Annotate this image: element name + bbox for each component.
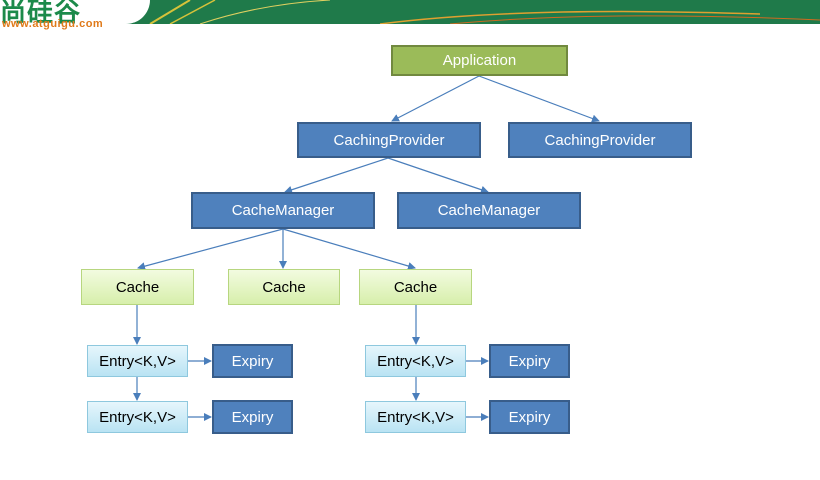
- edge-application-provider2: [478, 75, 600, 123]
- node-cache-1: Cache: [81, 269, 194, 305]
- node-cache-manager-2: CacheManager: [397, 192, 581, 229]
- header-swoosh-graphic: [149, 0, 820, 24]
- node-cache-2: Cache: [228, 269, 340, 305]
- node-expiry-4: Expiry: [489, 400, 570, 434]
- edge-provider1-manager2: [387, 157, 489, 194]
- logo-url: www.atguigu.com: [2, 18, 104, 30]
- node-expiry-3: Expiry: [489, 344, 570, 378]
- node-cache-3: Cache: [359, 269, 472, 305]
- logo-background: [0, 0, 150, 24]
- node-entry-2: Entry<K,V>: [87, 401, 188, 433]
- node-entry-4: Entry<K,V>: [365, 401, 466, 433]
- edge-provider1-manager1: [284, 157, 389, 194]
- node-caching-provider-1: CachingProvider: [297, 122, 481, 158]
- node-caching-provider-2: CachingProvider: [508, 122, 692, 158]
- node-application: Application: [391, 45, 568, 76]
- edge-application-provider1: [391, 75, 480, 122]
- logo-text: 尚硅谷: [0, 0, 82, 28]
- edge-manager1-cache1: [137, 228, 284, 271]
- node-entry-3: Entry<K,V>: [365, 345, 466, 377]
- node-expiry-1: Expiry: [212, 344, 293, 378]
- node-entry-1: Entry<K,V>: [87, 345, 188, 377]
- header-banner: [0, 0, 820, 24]
- node-expiry-2: Expiry: [212, 400, 293, 434]
- edge-manager1-cache3: [282, 228, 416, 270]
- node-cache-manager-1: CacheManager: [191, 192, 375, 229]
